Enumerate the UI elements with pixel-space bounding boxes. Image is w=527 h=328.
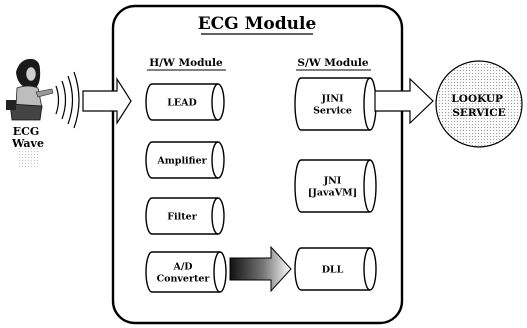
hw-component-2: Filter bbox=[145, 197, 225, 235]
hw-component-0: LEAD bbox=[145, 83, 225, 121]
ad-to-dll-arrow bbox=[229, 245, 292, 293]
module-title: ECG Module bbox=[198, 14, 317, 34]
hw-component-2-label: Filter bbox=[167, 212, 197, 223]
input-arrow bbox=[82, 76, 132, 126]
sw-component-2-label: DLL bbox=[322, 265, 344, 276]
ecg-wave-label: ECG Wave bbox=[11, 125, 44, 150]
hw-component-0-label: LEAD bbox=[167, 98, 197, 109]
hw-component-1: Amplifier bbox=[145, 141, 225, 179]
hw-component-3-face bbox=[213, 251, 221, 293]
hw-component-0-face bbox=[211, 83, 219, 121]
sw-component-1: JNI[JavaVM] bbox=[294, 159, 377, 213]
hw-module-heading: H/W Module bbox=[149, 57, 223, 69]
lookup-service-node bbox=[435, 60, 523, 148]
person-with-ecg-signal-icon bbox=[6, 58, 80, 168]
sw-module-heading: S/W Module bbox=[297, 57, 368, 69]
sw-component-2: DLL bbox=[294, 247, 377, 291]
lookup-service-label: LOOKUP SERVICE bbox=[451, 93, 506, 119]
hw-component-2-face bbox=[211, 197, 219, 235]
sw-component-1-face bbox=[363, 159, 371, 213]
hw-component-1-face bbox=[211, 141, 219, 179]
sw-component-0-face bbox=[363, 77, 371, 131]
output-arrow-to-lookup bbox=[374, 77, 434, 125]
hw-component-1-label: Amplifier bbox=[156, 156, 207, 167]
sw-component-2-face bbox=[363, 247, 371, 291]
sw-component-1-label: JNI[JavaVM] bbox=[308, 176, 357, 199]
